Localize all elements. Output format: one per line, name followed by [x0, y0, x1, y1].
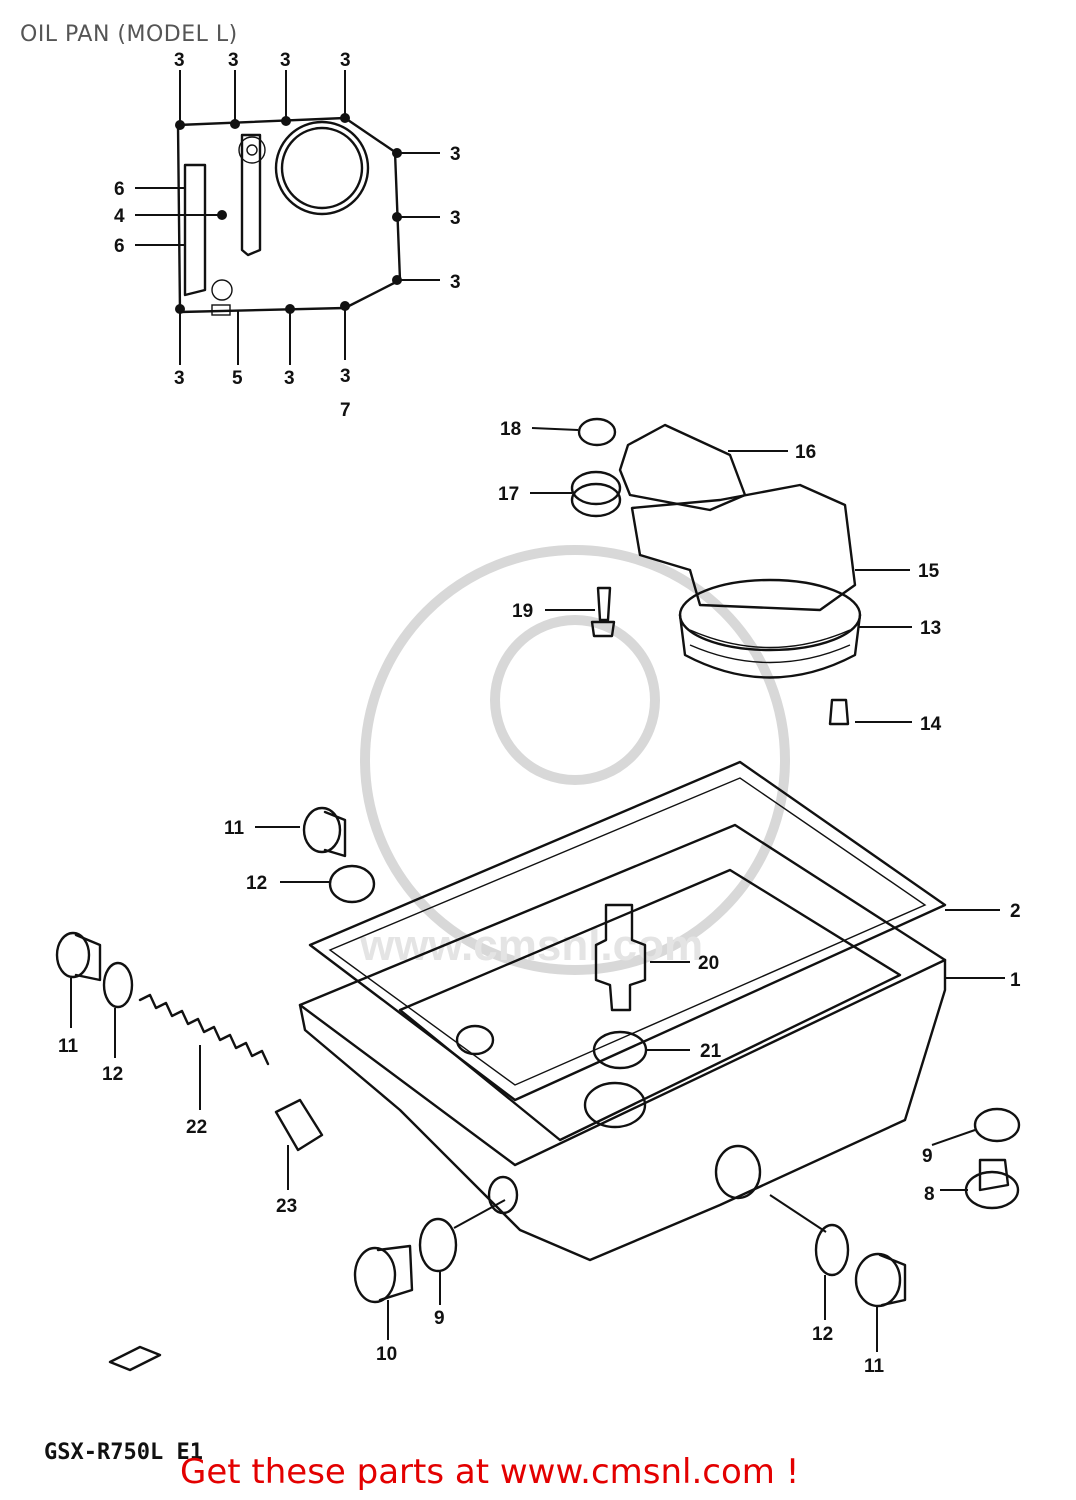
- callout-21: 21: [700, 1041, 722, 1062]
- bolt-part-19: [590, 586, 616, 638]
- washer-part-9-bottom: [418, 1217, 458, 1273]
- cover-gasket-part-16: [618, 423, 747, 512]
- callout-17: 17: [498, 484, 519, 505]
- callout-3: 3: [450, 208, 461, 229]
- leader-lines: [70, 70, 1005, 1352]
- filter-cover-part-15: [630, 483, 857, 612]
- oil-seal-part-17: [570, 470, 622, 518]
- front-arrow-icon: [108, 1345, 162, 1372]
- washer-part-9-right: [973, 1107, 1021, 1143]
- model-code-label: GSX-R750L E1: [44, 1440, 203, 1465]
- callout-18: 18: [500, 419, 521, 440]
- callout-9: 9: [434, 1308, 445, 1329]
- callout-labels: 3 3 3 3 3 3 3 3 3 3 6 4 6 5 7 18 16 17 1…: [58, 50, 1021, 1377]
- callout-5: 5: [232, 368, 243, 389]
- callout-2: 2: [1010, 901, 1021, 922]
- callout-3: 3: [340, 50, 351, 71]
- callout-10: 10: [376, 1344, 397, 1365]
- callout-13: 13: [920, 618, 941, 639]
- callout-11: 11: [58, 1036, 79, 1057]
- callout-11: 11: [864, 1356, 885, 1377]
- callout-3: 3: [174, 50, 185, 71]
- callout-7: 7: [340, 400, 351, 421]
- callout-19: 19: [512, 601, 533, 622]
- callout-20: 20: [698, 953, 719, 974]
- callout-12: 12: [812, 1324, 833, 1345]
- oil-pan-part-1: [298, 823, 947, 1262]
- callout-23: 23: [276, 1196, 297, 1217]
- callout-3: 3: [228, 50, 239, 71]
- callout-3: 3: [280, 50, 291, 71]
- plug-part-11-bottom: [854, 1252, 907, 1308]
- oil-filter-part-13: [678, 578, 862, 679]
- callout-6: 6: [114, 236, 125, 257]
- drain-plug-part-10: [353, 1244, 414, 1304]
- callout-15: 15: [918, 561, 940, 582]
- plug-part-8: [964, 1158, 1020, 1210]
- callout-3: 3: [174, 368, 185, 389]
- plunger-part-23: [274, 1098, 324, 1152]
- callout-4: 4: [114, 206, 125, 227]
- callout-3: 3: [450, 272, 461, 293]
- callout-22: 22: [186, 1117, 207, 1138]
- callout-3: 3: [450, 144, 461, 165]
- callout-9: 9: [922, 1146, 933, 1167]
- callout-12: 12: [102, 1064, 123, 1085]
- footer-shop-link[interactable]: Get these parts at www.cmsnl.com !: [180, 1452, 800, 1492]
- callout-3: 3: [340, 366, 351, 387]
- washer-part-12-left: [102, 961, 134, 1009]
- callout-12: 12: [246, 873, 267, 894]
- callout-11: 11: [224, 818, 245, 839]
- page-title: OIL PAN (MODEL L): [20, 22, 238, 47]
- callout-8: 8: [924, 1184, 935, 1205]
- bolt-part-14: [828, 698, 850, 726]
- callout-14: 14: [920, 714, 942, 735]
- callout-6: 6: [114, 179, 125, 200]
- watermark-logo: www.cmsnl.com: [359, 545, 790, 975]
- washer-part-21: [592, 1030, 648, 1070]
- plug-part-11-top: [302, 806, 347, 858]
- callout-3: 3: [284, 368, 295, 389]
- plug-part-11-left: [55, 931, 102, 982]
- o-ring-part-18: [577, 417, 617, 447]
- washer-part-12-bottom: [814, 1223, 850, 1277]
- oil-pressure-switch-part-20: [594, 903, 647, 1012]
- spring-part-22: [138, 993, 270, 1066]
- callout-16: 16: [795, 442, 816, 463]
- callout-1: 1: [1010, 970, 1021, 991]
- washer-part-12-top: [328, 864, 376, 904]
